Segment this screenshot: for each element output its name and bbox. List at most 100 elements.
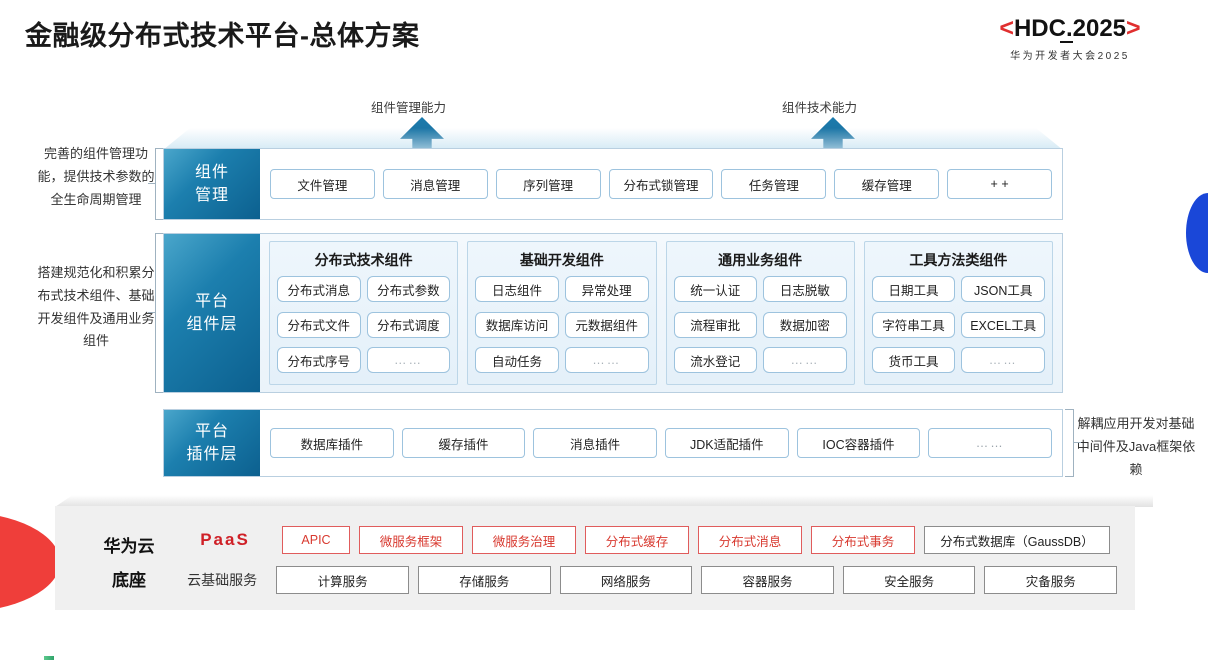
layer-platform-component: 平台 组件层 分布式技术组件 分布式消息 分布式参数 分布式文件 分布式调度 分… — [163, 233, 1063, 393]
cell-distributed-tech-0[interactable]: 分布式消息 — [277, 276, 361, 302]
group-grid: 统一认证 日志脱敏 流程审批 数据加密 流水登记 …… — [673, 276, 847, 377]
layer-label-line1: 组件 — [194, 163, 229, 181]
chip-component-management-3[interactable]: 分布式锁管理 — [608, 169, 714, 199]
cell-tool-method-4[interactable]: 货币工具 — [871, 347, 956, 374]
cell-general-business-2[interactable]: 流程审批 — [673, 311, 758, 338]
layer-label-line2: 组件层 — [186, 316, 238, 333]
bracket-stem-platform-plugin — [1074, 442, 1081, 444]
left-note-component-management: 完善的组件管理功能，提供技术参数的全生命周期管理 — [37, 146, 155, 207]
cell-basic-dev-5[interactable]: …… — [564, 347, 649, 374]
chip-component-management-4[interactable]: 任务管理 — [721, 169, 827, 199]
base-title-line2: 底座 — [112, 571, 146, 590]
cloud-chip-storage[interactable]: 存储服务 — [417, 566, 551, 594]
cell-tool-method-5[interactable]: …… — [961, 347, 1045, 374]
chip-platform-plugin-4[interactable]: IOC容器插件 — [796, 428, 921, 458]
layer-label-platform-plugin: 平台 插件层 — [164, 410, 260, 476]
paas-chip-distributed-message[interactable]: 分布式消息 — [698, 526, 802, 554]
paas-chip-distributed-cache[interactable]: 分布式缓存 — [585, 526, 689, 554]
hdc-logo-main: <HDC.2025> — [999, 14, 1141, 43]
group-grid: 分布式消息 分布式参数 分布式文件 分布式调度 分布式序号 …… — [277, 276, 451, 377]
bracket-stem-component-management — [148, 183, 155, 185]
cell-basic-dev-2[interactable]: 数据库访问 — [475, 311, 559, 338]
group-title: 分布式技术组件 — [314, 252, 413, 268]
chip-component-management-1[interactable]: 消息管理 — [382, 169, 488, 199]
layer-platform-plugin: 平台 插件层 数据库插件 缓存插件 消息插件 JDK适配插件 IOC容器插件 …… — [163, 409, 1063, 477]
angle-bracket-left-icon: < — [999, 14, 1014, 42]
cell-distributed-tech-3[interactable]: 分布式调度 — [366, 311, 451, 338]
bracket-component-management — [155, 148, 164, 220]
chip-platform-plugin-2[interactable]: 消息插件 — [533, 428, 658, 458]
component-group-distributed-tech: 分布式技术组件 分布式消息 分布式参数 分布式文件 分布式调度 分布式序号 …… — [269, 241, 459, 385]
paas-label: PaaS — [200, 530, 250, 549]
paas-chip-microservice-governance[interactable]: 微服务治理 — [472, 526, 576, 554]
blue-lens-decoration — [1186, 193, 1208, 273]
cell-general-business-1[interactable]: 日志脱敏 — [763, 276, 847, 302]
layer-label-platform-component: 平台 组件层 — [164, 234, 260, 392]
chip-platform-plugin-3[interactable]: JDK适配插件 — [665, 428, 789, 458]
cell-tool-method-2[interactable]: 字符串工具 — [871, 311, 956, 338]
cell-general-business-0[interactable]: 统一认证 — [673, 276, 758, 302]
page-title: 金融级分布式技术平台-总体方案 — [25, 21, 420, 51]
base-body: 华为云 底座 PaaS APIC 微服务框架 微服务治理 分布式缓存 分布式消息… — [55, 506, 1135, 610]
cell-basic-dev-3[interactable]: 元数据组件 — [564, 311, 649, 338]
diagram-backdrop — [163, 128, 1063, 150]
cloud-chip-compute[interactable]: 计算服务 — [276, 566, 409, 594]
hdc-underline-mark — [1060, 41, 1074, 43]
group-title: 工具方法类组件 — [909, 252, 1008, 268]
paas-chip-distributed-database[interactable]: 分布式数据库（GaussDB） — [924, 526, 1110, 554]
cell-tool-method-1[interactable]: JSON工具 — [961, 276, 1045, 302]
layer-label-line1: 平台 — [194, 292, 229, 310]
layer-label-component-management: 组件 管理 — [164, 149, 260, 219]
angle-bracket-right-icon: > — [1126, 14, 1141, 42]
left-note-platform-component: 搭建规范化和积累分布式技术组件、基础开发组件及通用业务组件 — [37, 265, 155, 349]
arrow-label-component-management: 组件管理能力 — [371, 101, 447, 115]
cell-general-business-5[interactable]: …… — [763, 347, 847, 374]
chip-component-management-0[interactable]: 文件管理 — [270, 169, 375, 199]
chip-component-management-2[interactable]: 序列管理 — [495, 169, 601, 199]
paas-chip-apic[interactable]: APIC — [282, 526, 350, 554]
hdc-logo-subtitle: 华为开发者大会2025 — [1010, 51, 1130, 62]
arrow-label-component-technology: 组件技术能力 — [782, 101, 858, 115]
group-grid: 日志组件 异常处理 数据库访问 元数据组件 自动任务 …… — [475, 276, 649, 377]
chip-component-management-5[interactable]: 缓存管理 — [834, 169, 940, 199]
group-grid: 日期工具 JSON工具 字符串工具 EXCEL工具 货币工具 …… — [871, 276, 1045, 377]
chip-component-management-6[interactable]: + + — [947, 169, 1053, 199]
cell-distributed-tech-4[interactable]: 分布式序号 — [277, 347, 361, 374]
cell-tool-method-0[interactable]: 日期工具 — [871, 276, 956, 302]
chip-platform-plugin-0[interactable]: 数据库插件 — [270, 428, 394, 458]
cell-general-business-4[interactable]: 流水登记 — [673, 347, 758, 374]
layer-label-line2: 插件层 — [186, 446, 238, 463]
component-group-tool-method: 工具方法类组件 日期工具 JSON工具 字符串工具 EXCEL工具 货币工具 …… — [863, 241, 1053, 385]
cloud-chip-network[interactable]: 网络服务 — [559, 566, 693, 594]
layer-label-line1: 平台 — [194, 422, 229, 440]
cell-tool-method-3[interactable]: EXCEL工具 — [961, 311, 1045, 338]
cell-distributed-tech-1[interactable]: 分布式参数 — [366, 276, 451, 302]
cell-general-business-3[interactable]: 数据加密 — [763, 311, 847, 338]
cloud-chip-disaster-recovery[interactable]: 灾备服务 — [984, 566, 1118, 594]
layer-component-management: 组件 管理 文件管理 消息管理 序列管理 分布式锁管理 任务管理 缓存管理 + … — [163, 148, 1063, 220]
paas-chip-distributed-transaction[interactable]: 分布式事务 — [811, 526, 915, 554]
huawei-cloud-base: 华为云 底座 PaaS APIC 微服务框架 微服务治理 分布式缓存 分布式消息… — [55, 495, 1153, 610]
cell-distributed-tech-5[interactable]: …… — [366, 347, 451, 374]
cell-basic-dev-1[interactable]: 异常处理 — [564, 276, 649, 302]
cloud-chip-security[interactable]: 安全服务 — [842, 566, 976, 594]
green-tick-decoration — [44, 656, 54, 660]
red-wedge-decoration — [0, 512, 60, 612]
paas-chip-microservice-framework[interactable]: 微服务框架 — [359, 526, 463, 554]
bracket-platform-component — [155, 233, 164, 393]
paas-row: PaaS APIC 微服务框架 微服务治理 分布式缓存 分布式消息 分布式事务 … — [177, 526, 1117, 554]
hdc-logo-text: HDC.2025 — [1013, 15, 1127, 42]
cell-basic-dev-4[interactable]: 自动任务 — [475, 347, 559, 374]
chip-platform-plugin-5[interactable]: …… — [928, 428, 1053, 458]
base-title: 华为云 底座 — [81, 530, 177, 598]
chip-platform-plugin-1[interactable]: 缓存插件 — [401, 428, 526, 458]
cloud-service-row: 云基础服务 计算服务 存储服务 网络服务 容器服务 安全服务 灾备服务 — [177, 566, 1118, 594]
bracket-platform-plugin — [1065, 409, 1074, 477]
group-title: 通用业务组件 — [718, 252, 803, 268]
cell-distributed-tech-2[interactable]: 分布式文件 — [277, 311, 361, 338]
cell-basic-dev-0[interactable]: 日志组件 — [475, 276, 559, 302]
base-title-line1: 华为云 — [103, 537, 155, 556]
component-group-container: 分布式技术组件 分布式消息 分布式参数 分布式文件 分布式调度 分布式序号 ……… — [260, 234, 1062, 392]
cloud-chip-container[interactable]: 容器服务 — [701, 566, 834, 594]
